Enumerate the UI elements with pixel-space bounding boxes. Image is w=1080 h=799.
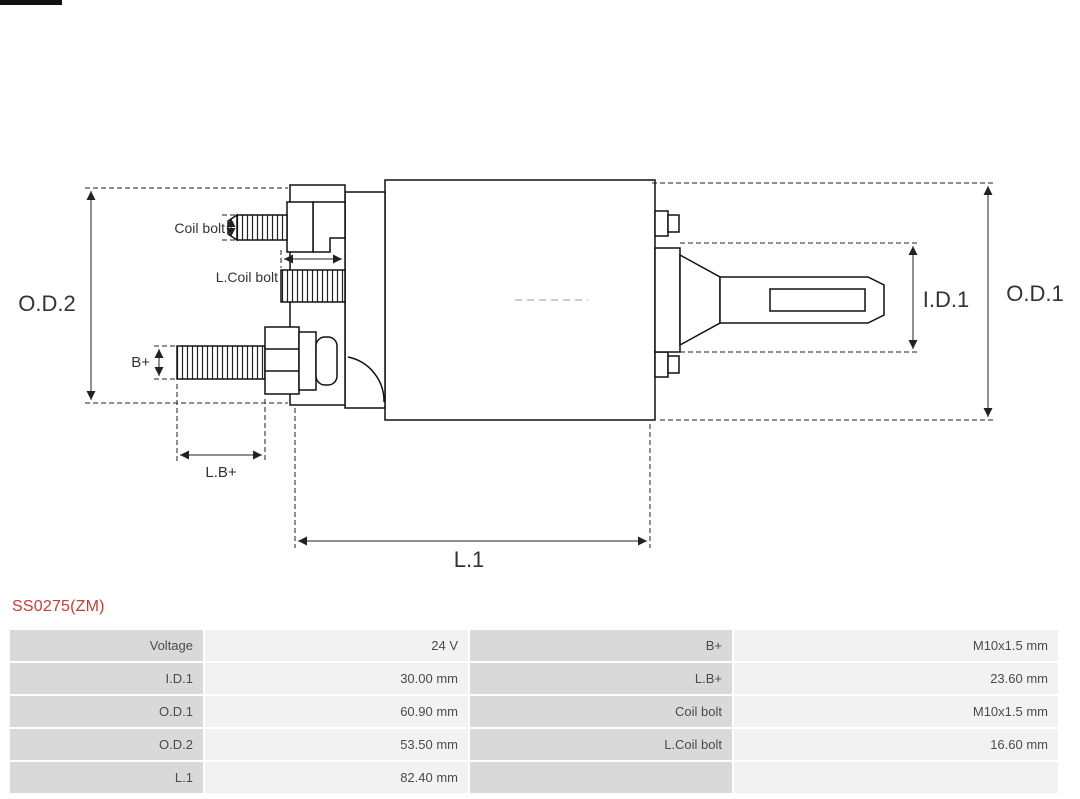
spec-label — [470, 762, 732, 793]
spec-label: I.D.1 — [10, 663, 203, 694]
bplus-stud-thread — [176, 345, 266, 380]
bplus-washer — [298, 331, 317, 391]
plunger-taper — [679, 253, 721, 347]
bplus-hex-nut — [264, 326, 300, 395]
spec-value: 30.00 mm — [205, 663, 468, 694]
spec-value: 16.60 mm — [734, 729, 1058, 760]
right-tab-top — [654, 210, 669, 237]
part-number: SS0275(ZM) — [12, 598, 105, 615]
solenoid-drawing-svg: O.D.2 O.D.1 I.D.1 L.1 Coil bolt L.Coil b… — [18, 179, 1064, 572]
spec-label: L.B+ — [470, 663, 732, 694]
solenoid-body-group — [176, 179, 885, 421]
spec-value: 24 V — [205, 630, 468, 661]
dim-label-bplus: B+ — [131, 354, 150, 371]
spec-label: Coil bolt — [470, 696, 732, 727]
coil-bolt-thread — [236, 214, 288, 241]
plunger-collar — [654, 247, 681, 353]
coil-bushing-thread — [280, 269, 346, 303]
spec-value: M10x1.5 mm — [734, 696, 1058, 727]
coil-bolt-block — [286, 201, 314, 253]
spec-value — [734, 762, 1058, 793]
front-section — [344, 191, 386, 409]
spec-value: 82.40 mm — [205, 762, 468, 793]
dim-label-coil-bolt: Coil bolt — [174, 220, 225, 236]
partial-logo — [0, 0, 62, 5]
coil-bolt-tip — [227, 213, 238, 242]
dim-label-lcoil-bolt: L.Coil bolt — [216, 269, 278, 285]
spec-value: 60.90 mm — [205, 696, 468, 727]
dim-label-id1: I.D.1 — [923, 287, 969, 312]
dim-label-od1: O.D.1 — [1006, 281, 1063, 306]
spec-label: L.Coil bolt — [470, 729, 732, 760]
spec-value: 53.50 mm — [205, 729, 468, 760]
solenoid-technical-drawing: O.D.2 O.D.1 I.D.1 L.1 Coil bolt L.Coil b… — [18, 179, 1064, 572]
flange-fillet-arc — [347, 356, 385, 403]
spec-value: M10x1.5 mm — [734, 630, 1058, 661]
spec-label: Voltage — [10, 630, 203, 661]
right-tab-top-step — [667, 214, 680, 233]
spec-label: O.D.1 — [10, 696, 203, 727]
spec-label: B+ — [470, 630, 732, 661]
dimension-lines — [86, 186, 993, 546]
extension-lines — [85, 182, 996, 548]
spec-label: L.1 — [10, 762, 203, 793]
dim-label-l1: L.1 — [454, 547, 485, 572]
bplus-insulator — [315, 336, 338, 386]
right-tab-bottom — [654, 351, 669, 378]
spec-table: Voltage 24 V B+ M10x1.5 mm I.D.1 30.00 m… — [10, 630, 1058, 793]
spec-label: O.D.2 — [10, 729, 203, 760]
right-tab-bottom-step — [667, 355, 680, 374]
plunger-slot — [769, 288, 866, 312]
spec-value: 23.60 mm — [734, 663, 1058, 694]
dim-label-od2: O.D.2 — [18, 291, 75, 316]
dim-label-lbplus: L.B+ — [205, 464, 237, 481]
